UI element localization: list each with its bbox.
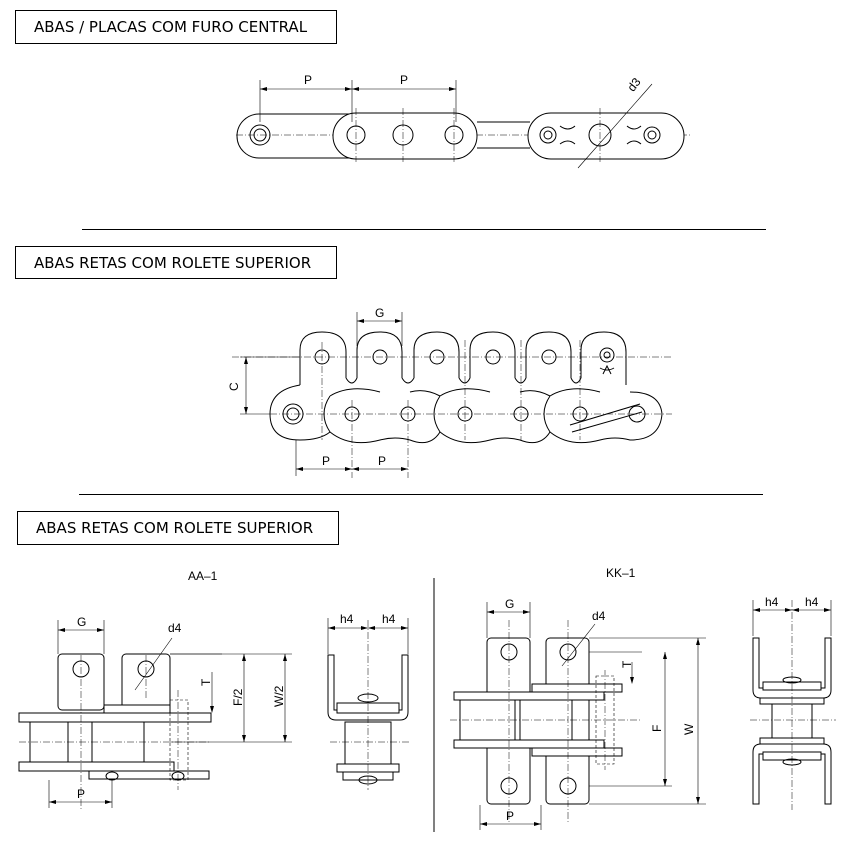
aa1-side-view: [327, 618, 410, 790]
dim-label-h4-aa1-right: h4: [382, 612, 396, 626]
dim-label-f: F: [650, 725, 664, 732]
dim-label-d4-kk1: d4: [592, 609, 606, 623]
dim-label-p-section2-1: P: [322, 454, 330, 468]
dim-label-h4-kk1-right: h4: [805, 595, 819, 609]
dim-label-w-half: W/2: [272, 685, 286, 707]
dim-label-h4-kk1-left: h4: [765, 595, 779, 609]
dim-label-c: C: [227, 382, 241, 391]
separator-rule-1: [82, 229, 766, 230]
dim-label-p-2: P: [400, 73, 408, 87]
kk1-front-view: [450, 602, 706, 830]
dim-label-t-kk1: T: [620, 660, 634, 668]
section-title-rolete-superior-2: ABAS RETAS COM ROLETE SUPERIOR: [17, 511, 339, 545]
section-title-rolete-superior-1: ABAS RETAS COM ROLETE SUPERIOR: [15, 246, 337, 279]
separator-rule-2: [79, 494, 763, 495]
dim-label-t-aa1: T: [199, 678, 213, 686]
dim-label-g-aa1: G: [77, 615, 86, 629]
chain-rolete-superior-drawing: [232, 312, 672, 478]
section-title-furo-central: ABAS / PLACAS COM FURO CENTRAL: [15, 10, 337, 44]
dim-label-d4-aa1: d4: [168, 621, 182, 635]
dim-label-p-aa1: P: [77, 787, 85, 801]
dim-label-w: W: [682, 723, 696, 735]
aa1-front-view: [18, 620, 292, 810]
kk1-side-view: [750, 600, 836, 810]
variant-label-aa1: AA–1: [188, 569, 218, 583]
dim-label-f-half: F/2: [231, 688, 245, 706]
variant-label-kk1: KK–1: [606, 566, 636, 580]
dim-label-d3: d3: [624, 75, 643, 94]
dim-label-p-section2-2: P: [378, 454, 386, 468]
dim-label-g-kk1: G: [505, 597, 514, 611]
dim-label-g-section2: G: [375, 306, 384, 320]
dim-label-p-1: P: [304, 73, 312, 87]
chain-furo-central-drawing: [236, 80, 690, 169]
dim-label-h4-aa1-left: h4: [340, 612, 354, 626]
dim-label-p-kk1: P: [506, 809, 514, 823]
